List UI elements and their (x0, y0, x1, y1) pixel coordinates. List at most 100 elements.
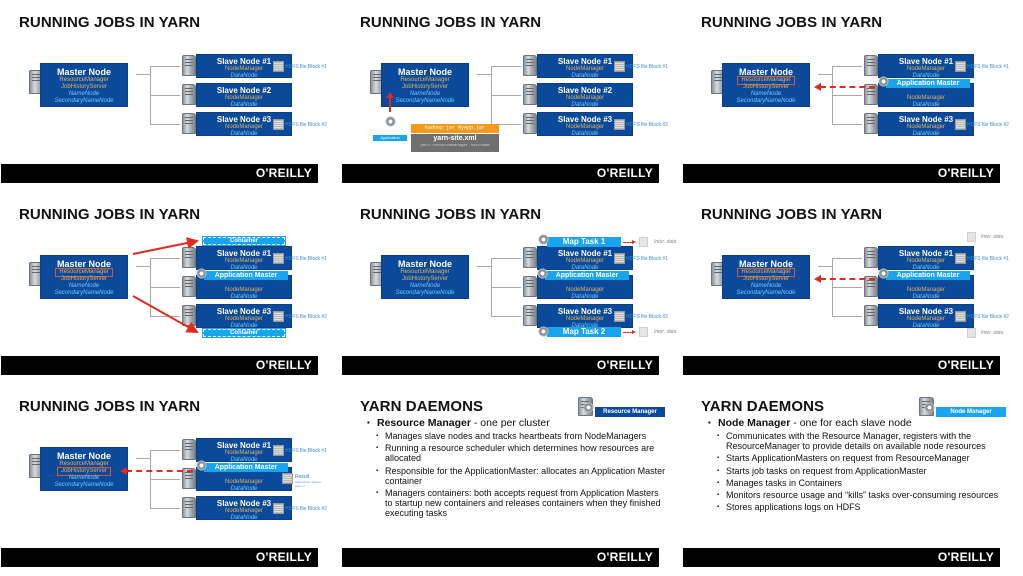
container-box: Container (202, 236, 286, 246)
server-icon (182, 439, 196, 460)
slave-node-title: Slave Node #1 (216, 249, 272, 258)
job-history-server-label: JobHistoryServer (401, 276, 448, 282)
resource-manager-label: ResourceManager (737, 76, 795, 85)
hdfs-block-label: HDFS file Block #1 (967, 256, 1009, 262)
slide-2: RUNNING JOBS IN YARN Master Node Resourc… (341, 0, 682, 192)
data-node-label: DataNode (230, 131, 258, 137)
footer-bar: O'REILLY (1, 164, 318, 183)
slide-4: RUNNING JOBS IN YARN Master Node Resourc… (0, 192, 341, 384)
data-node-label: DataNode (571, 131, 599, 137)
name-node-label: NameNode (409, 91, 441, 97)
hdfs-block-icon (955, 311, 966, 322)
node-manager-label: NodeManager (906, 316, 946, 322)
oreilly-logo: O'REILLY (937, 358, 994, 372)
footer-bar: O'REILLY (342, 164, 659, 183)
node-manager-label: NodeManager (906, 124, 946, 130)
data-node-label: DataNode (230, 323, 258, 329)
connector-line (832, 95, 862, 96)
node-manager-label: NodeManager (565, 66, 605, 72)
node-manager-label: NodeManager (565, 316, 605, 322)
bullet-list: Resource Manager - one per cluster Manag… (367, 417, 667, 519)
server-icon (182, 247, 196, 268)
slide-title: RUNNING JOBS IN YARN (701, 14, 883, 31)
node-manager-label: NodeManager (224, 95, 264, 101)
connector-line (818, 266, 832, 267)
bullet-list: Node Manager - one for each slave node C… (708, 417, 1008, 513)
slave-node-title: Slave Node #1 (898, 57, 954, 66)
connector-line (832, 124, 862, 125)
connector-line (150, 479, 180, 480)
bullet-heading-bold: Resource Manager (377, 417, 471, 429)
slave-node-title: Slave Node #3 (557, 307, 613, 316)
oreilly-logo: O'REILLY (937, 550, 994, 564)
job-history-server-label: JobHistoryServer (60, 276, 107, 282)
master-node-box: Master Node ResourceManager JobHistorySe… (381, 255, 469, 299)
data-node-label: DataNode (912, 131, 940, 137)
hdfs-block-label: HDFS file Block #2 (285, 122, 327, 128)
hdfs-block-label: HDFS file Block #1 (626, 64, 668, 70)
server-icon (182, 497, 196, 518)
secondary-name-node-label: SecondaryNameNode (54, 482, 114, 488)
node-manager-label: NodeManager (224, 258, 264, 264)
job-history-server-label: JobHistoryServer (60, 84, 107, 90)
footer-bar: O'REILLY (342, 356, 659, 375)
inter-data-icon (639, 237, 648, 247)
node-manager-label: NodeManager (224, 124, 264, 130)
slide-title: RUNNING JOBS IN YARN (360, 206, 542, 223)
gear-icon (924, 402, 935, 413)
data-node-label: DataNode (230, 486, 258, 492)
hdfs-block-icon (955, 61, 966, 72)
gear-icon (538, 234, 549, 245)
resource-manager-label: ResourceManager (737, 268, 795, 277)
connector-line (150, 508, 180, 509)
slave-node-title: Slave Node #2 (557, 86, 613, 95)
slave-node-title: Slave Node #1 (557, 249, 613, 258)
output-arrow (623, 330, 636, 334)
connector-line (491, 258, 521, 259)
secondary-name-node-label: SecondaryNameNode (54, 98, 114, 104)
bullet-item: Monitors resource usage and “kills” task… (708, 490, 1008, 500)
master-node-box: Master Node ResourceManager JobHistorySe… (381, 63, 469, 107)
hdfs-block-label: HDFS file Block #2 (967, 314, 1009, 320)
bullet-item: Managers containers: both accepts reques… (367, 488, 667, 519)
connector-line (136, 458, 150, 459)
connector-line (491, 287, 521, 288)
footer-bar: O'REILLY (342, 548, 659, 567)
application-master-bar: Application Master (545, 271, 629, 280)
resource-manager-label: ResourceManager (400, 269, 450, 275)
name-node-label: NameNode (750, 283, 782, 289)
master-node-title: Master Node (397, 67, 452, 77)
slave-node-title: Slave Node #1 (898, 249, 954, 258)
server-icon (182, 84, 196, 105)
hdfs-block-icon (273, 119, 284, 130)
connector-line (491, 124, 521, 125)
connector-line (832, 258, 862, 259)
inter-data-icon (967, 232, 976, 242)
connector-line (477, 266, 491, 267)
data-node-label: DataNode (912, 102, 940, 108)
inter-data-label: Inter. data (981, 234, 1004, 240)
server-icon (523, 113, 537, 134)
hdfs-block-icon (273, 253, 284, 264)
hdfs-block-label: HDFS file Block #1 (285, 448, 327, 454)
submit-arrow (386, 92, 394, 112)
bullet-item: Stores applications logs on HDFS (708, 502, 1008, 512)
gear-icon (537, 268, 548, 279)
connector-line (150, 95, 180, 96)
bullet-heading-rest: - one for each slave node (790, 417, 912, 429)
server-icon (523, 55, 537, 76)
secondary-name-node-label: SecondaryNameNode (395, 98, 455, 104)
slide-title: YARN DAEMONS (701, 398, 825, 415)
slide-title: RUNNING JOBS IN YARN (19, 398, 201, 415)
bullet-item: Running a resource scheduler which deter… (367, 443, 667, 463)
slave-node-title: Slave Node #3 (898, 115, 954, 124)
server-icon (182, 55, 196, 76)
data-node-label: DataNode (912, 265, 940, 271)
gear-icon (583, 402, 594, 413)
bullet-heading: Node Manager - one for each slave node (708, 417, 1008, 429)
node-manager-label: NodeManager (565, 124, 605, 130)
server-icon (864, 247, 878, 268)
connector-line (477, 74, 491, 75)
connector-line (832, 66, 862, 67)
oreilly-logo: O'REILLY (937, 166, 994, 180)
